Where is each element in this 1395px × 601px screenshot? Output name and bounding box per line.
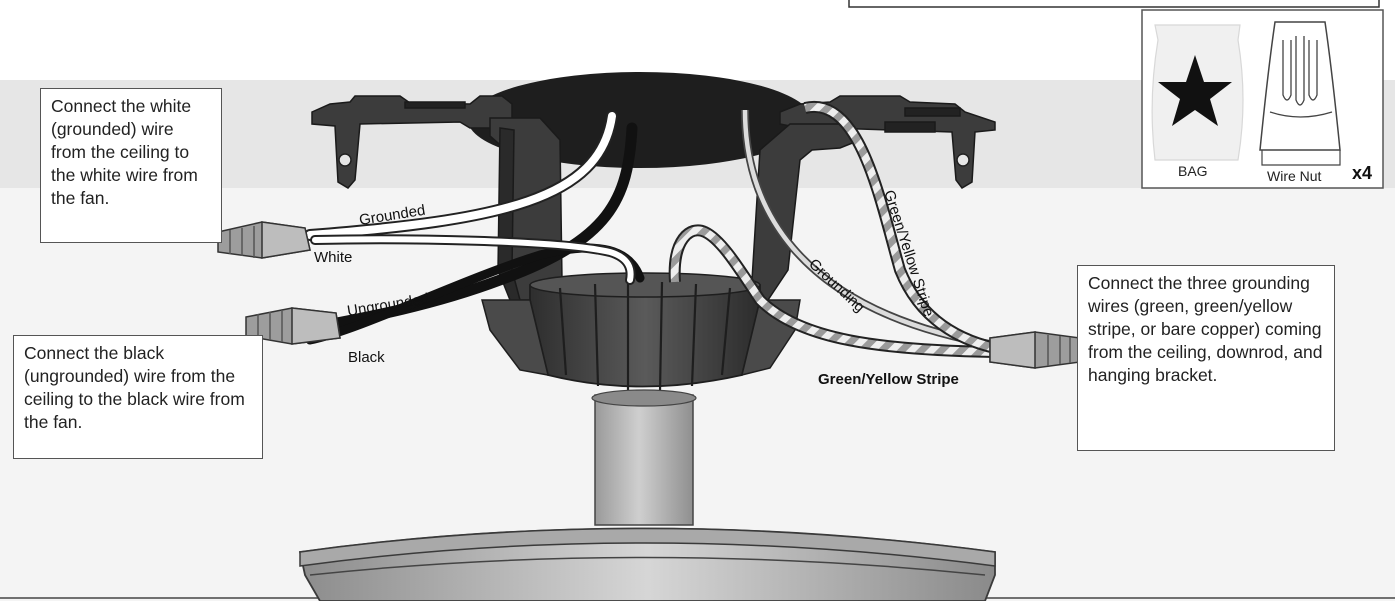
canopy-side-left (481, 299, 549, 376)
label-white: White (314, 249, 352, 266)
star-icon (1158, 55, 1232, 126)
wire-nut-ground (989, 331, 1081, 369)
top-box-edge (848, 0, 1380, 8)
green-yellow-wire-ceiling (804, 102, 996, 352)
label-green-yellow-bottom: Green/Yellow Stripe (818, 371, 959, 388)
canopy-top (529, 272, 761, 298)
downrod (594, 394, 694, 526)
wire-nut-white (217, 221, 311, 259)
bag-label: BAG (1178, 163, 1208, 179)
callout-ground-wire: Connect the three grounding wires (green… (1077, 265, 1335, 451)
wire-nut-label: Wire Nut (1267, 168, 1322, 184)
callout-black-wire-text: Connect the black (ungrounded) wire from… (24, 343, 245, 432)
callout-white-wire-text: Connect the white (grounded) wire from t… (51, 96, 198, 208)
black-wire-ceiling (294, 122, 638, 336)
callout-black-wire: Connect the black (ungrounded) wire from… (13, 335, 263, 459)
bare-grounding-wire (742, 109, 996, 348)
white-wire-ceiling (306, 112, 616, 239)
quantity-label: x4 (1352, 163, 1372, 183)
callout-white-wire: Connect the white (grounded) wire from t… (40, 88, 222, 243)
callout-ground-wire-text: Connect the three grounding wires (green… (1088, 273, 1323, 385)
label-black: Black (348, 349, 385, 366)
wire-nut-black (245, 307, 341, 345)
green-yellow-wire-downrod (670, 226, 996, 356)
wire-nut-icon (1259, 21, 1341, 166)
white-wire-fan (312, 236, 634, 283)
canopy-ribs (558, 281, 732, 393)
parts-box: BAG Wire Nut x4 (1141, 9, 1384, 189)
